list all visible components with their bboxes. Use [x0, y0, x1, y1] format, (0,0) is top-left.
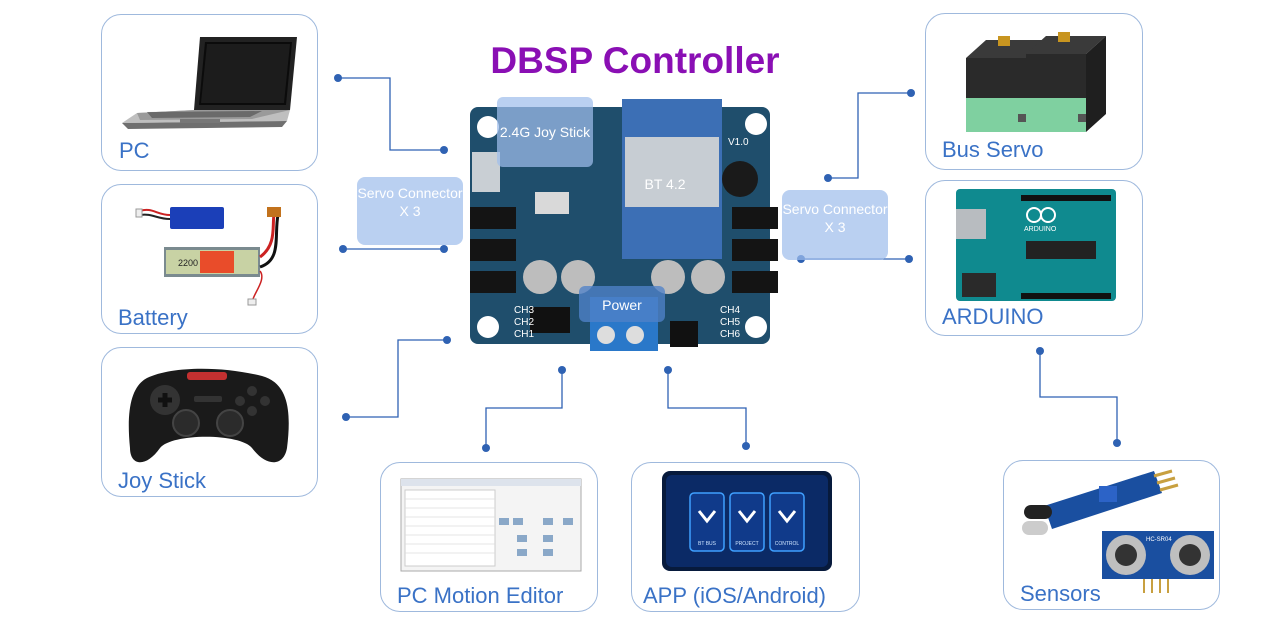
laptop-icon [122, 37, 297, 129]
motion-editor-card: PC Motion Editor [380, 462, 598, 612]
servo-connector-left-overlay: Servo Connector X 3 [357, 177, 463, 245]
svg-text:CONTROL: CONTROL [775, 541, 800, 547]
svg-text:ARDUINO: ARDUINO [1024, 226, 1057, 233]
motion-editor-label: PC Motion Editor [397, 583, 564, 608]
svg-text:CH4: CH4 [720, 305, 740, 316]
arduino-board-icon: ARDUINO [956, 189, 1116, 301]
sensor-modules-icon: HC-SR04 [1022, 469, 1214, 593]
motion-editor-connector [485, 370, 563, 448]
sensors-card: HC-SR04 Sensors [1003, 460, 1220, 610]
bus-servo-card: Bus Servo [925, 13, 1143, 170]
diagram-title: DBSP Controller [490, 40, 780, 81]
app-screenshot-icon: BT BUS PROJECT CONTROL [662, 471, 832, 571]
battery-label: Battery [118, 305, 188, 330]
pc-card: PC [101, 14, 318, 171]
joystick-module-overlay: 2.4G Joy Stick [497, 97, 593, 167]
bluetooth-overlay: BT 4.2 [644, 176, 686, 192]
svg-text:BT BUS: BT BUS [698, 541, 717, 547]
app-connector [667, 370, 747, 446]
svg-text:CH1: CH1 [514, 329, 534, 340]
svg-text:CH2: CH2 [514, 317, 534, 328]
svg-text:2200: 2200 [178, 258, 198, 268]
pc-label: PC [119, 138, 150, 163]
motion-editor-screenshot-icon [400, 478, 582, 572]
sensors-connector [1039, 351, 1118, 443]
arduino-card: ARDUINO ARDUINO [925, 180, 1143, 336]
sensors-label: Sensors [1020, 581, 1101, 606]
pc-connector [338, 77, 444, 151]
power-overlay: Power [579, 286, 665, 322]
svg-text:CH5: CH5 [720, 317, 740, 328]
joystick-card: Joy Stick [101, 347, 318, 497]
svg-text:CH6: CH6 [720, 329, 740, 340]
svg-text:CH3: CH3 [514, 305, 534, 316]
battery-icon: 2200 [135, 207, 281, 306]
svg-text:V1.0: V1.0 [728, 137, 749, 148]
app-label: APP (iOS/Android) [643, 583, 827, 608]
joystick-connector [346, 339, 447, 418]
joystick-label: Joy Stick [118, 468, 207, 493]
battery-card: 2200 Battery [101, 184, 318, 334]
dbsp-controller-board: CH3 CH2 CH1 CH4 CH5 CH6 V1.0 [470, 99, 778, 351]
servo-icon [966, 32, 1106, 132]
svg-text:HC-SR04: HC-SR04 [1146, 537, 1172, 543]
arduino-label: ARDUINO [942, 304, 1044, 329]
servo-connector-right-overlay: Servo Connector X 3 [782, 190, 888, 260]
app-card: BT BUS PROJECT CONTROL APP (iOS/Android) [631, 462, 860, 612]
bus-servo-label: Bus Servo [942, 137, 1044, 162]
gamepad-icon [128, 368, 289, 463]
bus-servo-connector [828, 92, 911, 179]
svg-text:PROJECT: PROJECT [735, 541, 758, 547]
